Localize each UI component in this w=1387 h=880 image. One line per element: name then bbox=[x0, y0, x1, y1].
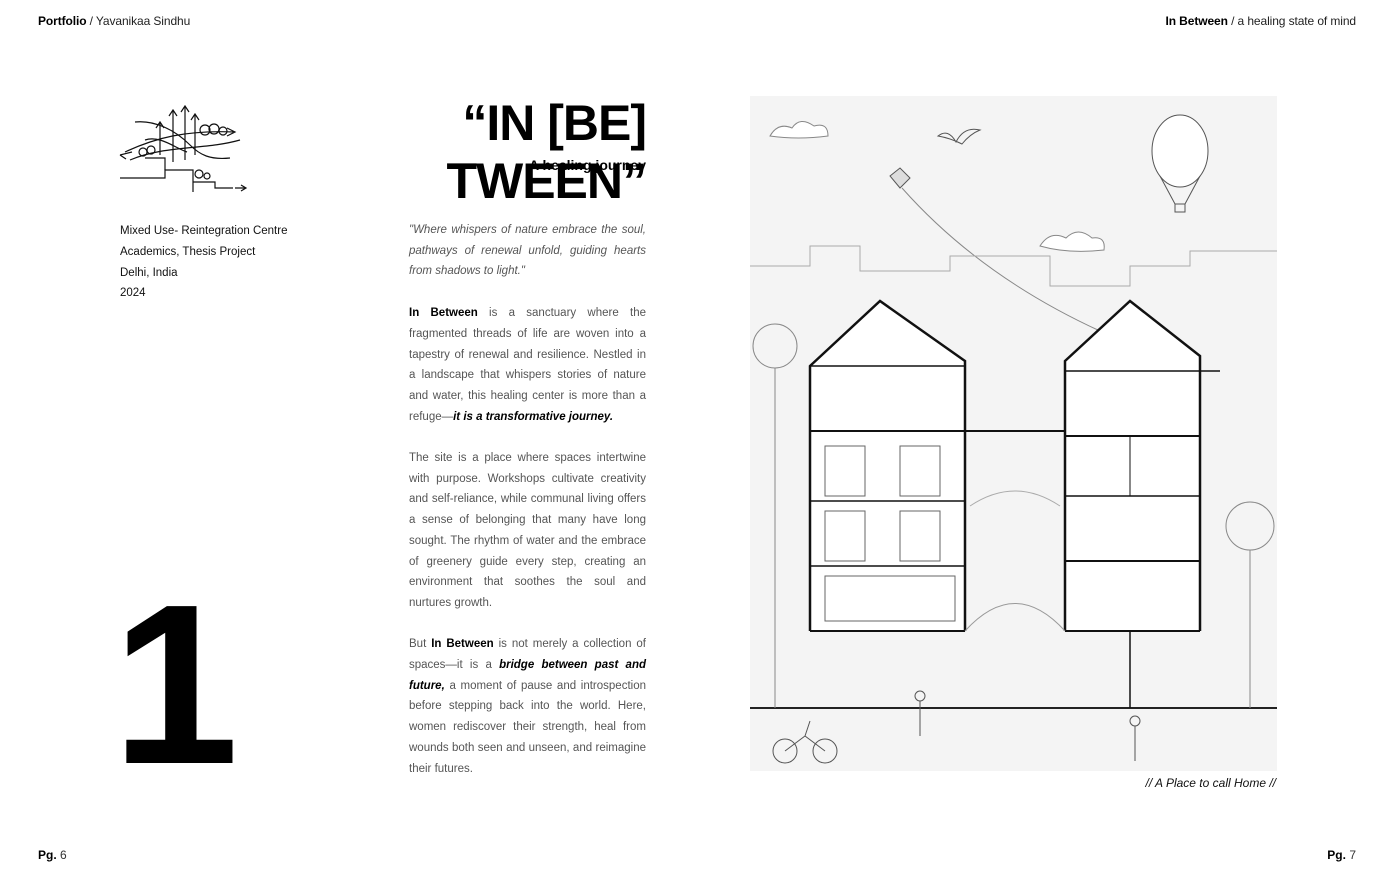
para3-post: a moment of pause and introspection befo… bbox=[409, 679, 646, 775]
body-text: "Where whispers of nature embrace the so… bbox=[409, 220, 646, 800]
concept-sketch-icon bbox=[119, 104, 248, 192]
project-tagline: / a healing state of mind bbox=[1227, 14, 1356, 28]
para1-bold: In Between bbox=[409, 307, 478, 320]
page-number-right: Pg. 7 bbox=[1327, 848, 1356, 862]
author-name: / Yavanikaa Sindhu bbox=[86, 14, 191, 28]
project-meta: Mixed Use- Reintegration Centre Academic… bbox=[120, 221, 287, 304]
header-right: In Between / a healing state of mind bbox=[1165, 14, 1356, 28]
page-title: “IN [BE] TWEEN” bbox=[446, 95, 647, 209]
page-subtitle: A healing journey bbox=[529, 157, 646, 173]
page-number-left: Pg. 6 bbox=[38, 848, 67, 862]
project-location: Delhi, India bbox=[120, 266, 178, 279]
page-label-left: Pg. bbox=[38, 848, 57, 862]
project-context: Academics, Thesis Project bbox=[120, 245, 256, 258]
para3-mid: is not merely a collection of spaces—it … bbox=[409, 638, 646, 672]
project-type: Mixed Use- Reintegration Centre bbox=[120, 225, 288, 237]
paragraph-3: But In Between is not merely a collectio… bbox=[409, 634, 646, 779]
paragraph-1: In Between is a sanctuary where the frag… bbox=[409, 303, 646, 427]
page-num-left: 6 bbox=[60, 848, 67, 862]
page-num-right: 7 bbox=[1349, 848, 1356, 862]
para3-bold: In Between bbox=[431, 638, 494, 651]
paragraph-2: The site is a place where spaces intertw… bbox=[409, 452, 646, 609]
project-year: 2024 bbox=[120, 287, 146, 300]
portfolio-label: Portfolio bbox=[38, 14, 87, 28]
para3-emphasis: bridge between past and future, bbox=[409, 659, 646, 692]
drawing-caption: // A Place to call Home // bbox=[1145, 776, 1277, 790]
header-left: Portfolio / Yavanikaa Sindhu bbox=[38, 14, 190, 28]
para3-pre: But bbox=[409, 638, 432, 651]
intro-quote: "Where whispers of nature embrace the so… bbox=[409, 224, 646, 278]
para1-emphasis: it is a transformative journey. bbox=[453, 410, 614, 423]
para1-text: is a sanctuary where the fragmented thre… bbox=[409, 307, 646, 423]
section-drawing bbox=[750, 96, 1277, 771]
page-label-right: Pg. bbox=[1327, 848, 1346, 862]
chapter-number: 1 bbox=[112, 558, 239, 812]
project-label: In Between bbox=[1165, 14, 1228, 28]
